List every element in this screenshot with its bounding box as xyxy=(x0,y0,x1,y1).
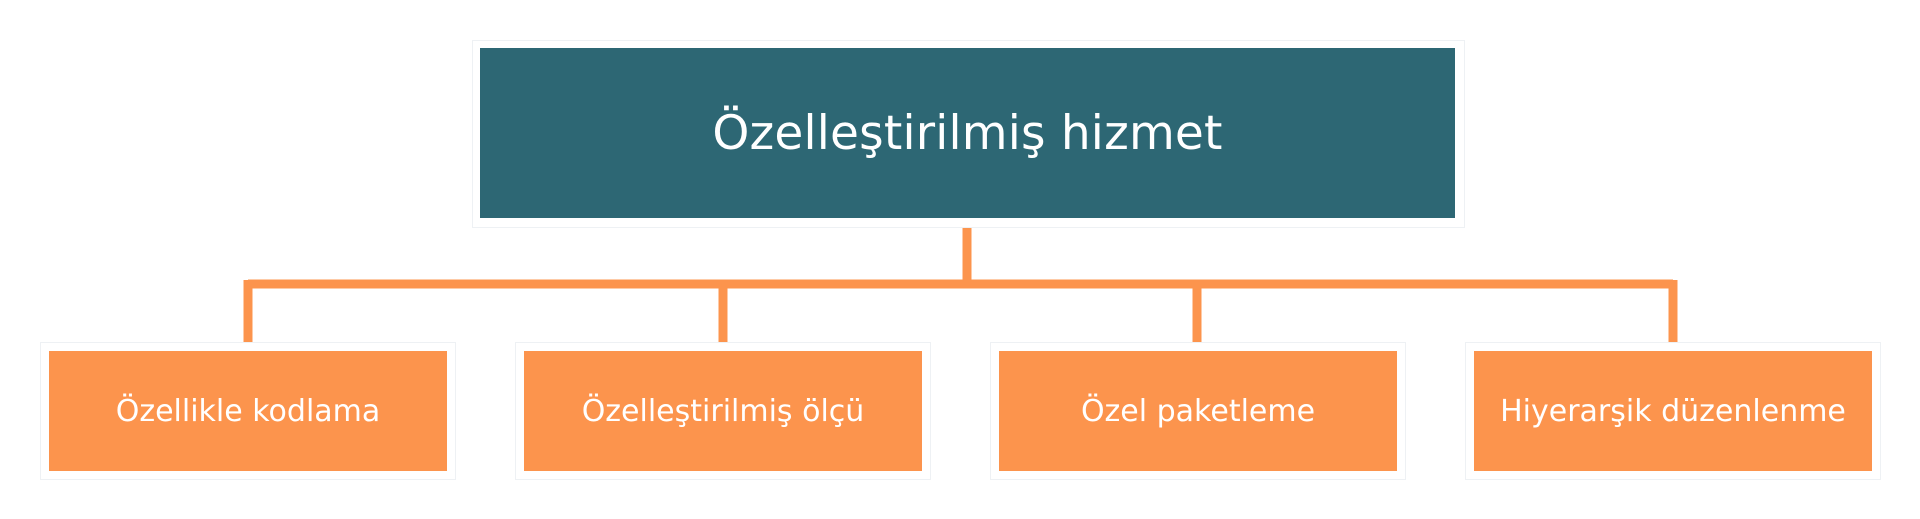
child-node-3: Özel paketleme xyxy=(999,351,1397,471)
root-node: Özelleştirilmiş hizmet xyxy=(480,48,1455,218)
child-node-1: Özellikle kodlama xyxy=(49,351,447,471)
root-node-label: Özelleştirilmiş hizmet xyxy=(712,105,1223,161)
child-node-label-1: Özellikle kodlama xyxy=(115,393,381,429)
child-node-label-3: Özel paketleme xyxy=(1080,393,1316,429)
child-node-label-2: Özelleştirilmiş ölçü xyxy=(581,393,865,429)
child-node-label-4: Hiyerarşik düzenlenme xyxy=(1500,393,1846,429)
child-node-2: Özelleştirilmiş ölçü xyxy=(524,351,922,471)
child-node-4: Hiyerarşik düzenlenme xyxy=(1474,351,1872,471)
